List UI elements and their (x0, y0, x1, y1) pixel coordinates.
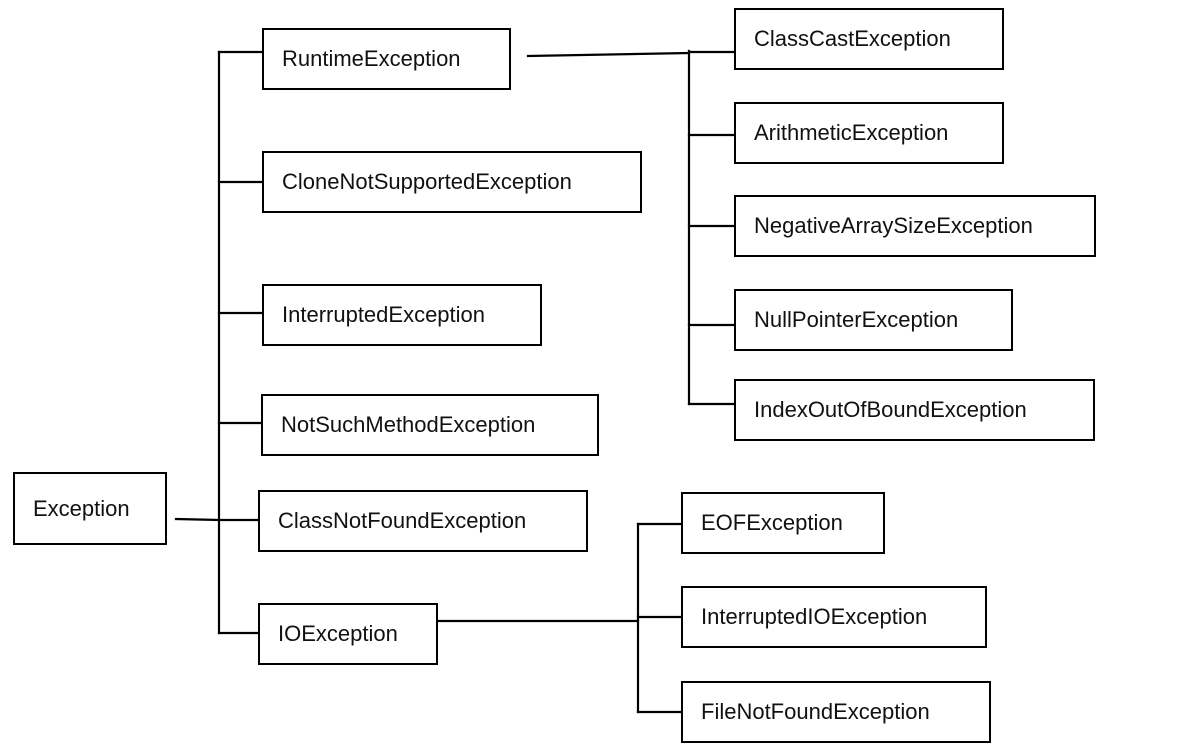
node-label: NegativeArraySizeException (754, 213, 1033, 238)
node-label: NotSuchMethodException (281, 412, 536, 437)
node-not-such-method-exception: NotSuchMethodException (261, 394, 599, 456)
node-index-out-of-bound-exception: IndexOutOfBoundException (734, 379, 1095, 441)
node-label: Exception (33, 495, 130, 521)
node-label: NullPointerException (754, 307, 959, 332)
node-clone-not-supported-exception: CloneNotSupportedException (262, 151, 642, 213)
node-runtime-exception: RuntimeException (262, 28, 511, 90)
node-negative-array-size-exception: NegativeArraySizeException (734, 195, 1096, 257)
node-class-not-found-exception: ClassNotFoundException (258, 490, 588, 552)
node-eof-exception: EOFException (681, 492, 885, 554)
node-label: InterruptedException (282, 302, 486, 327)
edge-runtime-to-trunk (526, 51, 691, 58)
node-label: ClassCastException (754, 26, 951, 51)
edge-exception-to-trunk (174, 517, 221, 522)
node-exception: Exception (13, 472, 167, 545)
node-null-pointer-exception: NullPointerException (734, 289, 1013, 351)
node-label: RuntimeException (282, 46, 461, 71)
node-class-cast-exception: ClassCastException (734, 8, 1004, 70)
node-file-not-found-exception: FileNotFoundException (681, 681, 991, 743)
node-label: IOException (278, 621, 398, 646)
node-label: ClassNotFoundException (278, 508, 527, 533)
node-arithmetic-exception: ArithmeticException (734, 102, 1004, 164)
node-label: ArithmeticException (754, 120, 949, 145)
node-interrupted-exception: InterruptedException (262, 284, 542, 346)
node-label: InterruptedIOException (701, 604, 928, 629)
node-label: IndexOutOfBoundException (754, 397, 1027, 422)
node-interrupted-io-exception: InterruptedIOException (681, 586, 987, 648)
node-label: EOFException (701, 510, 843, 535)
node-label: CloneNotSupportedException (282, 169, 572, 194)
node-label: FileNotFoundException (701, 699, 930, 724)
node-io-exception: IOException (258, 603, 438, 665)
